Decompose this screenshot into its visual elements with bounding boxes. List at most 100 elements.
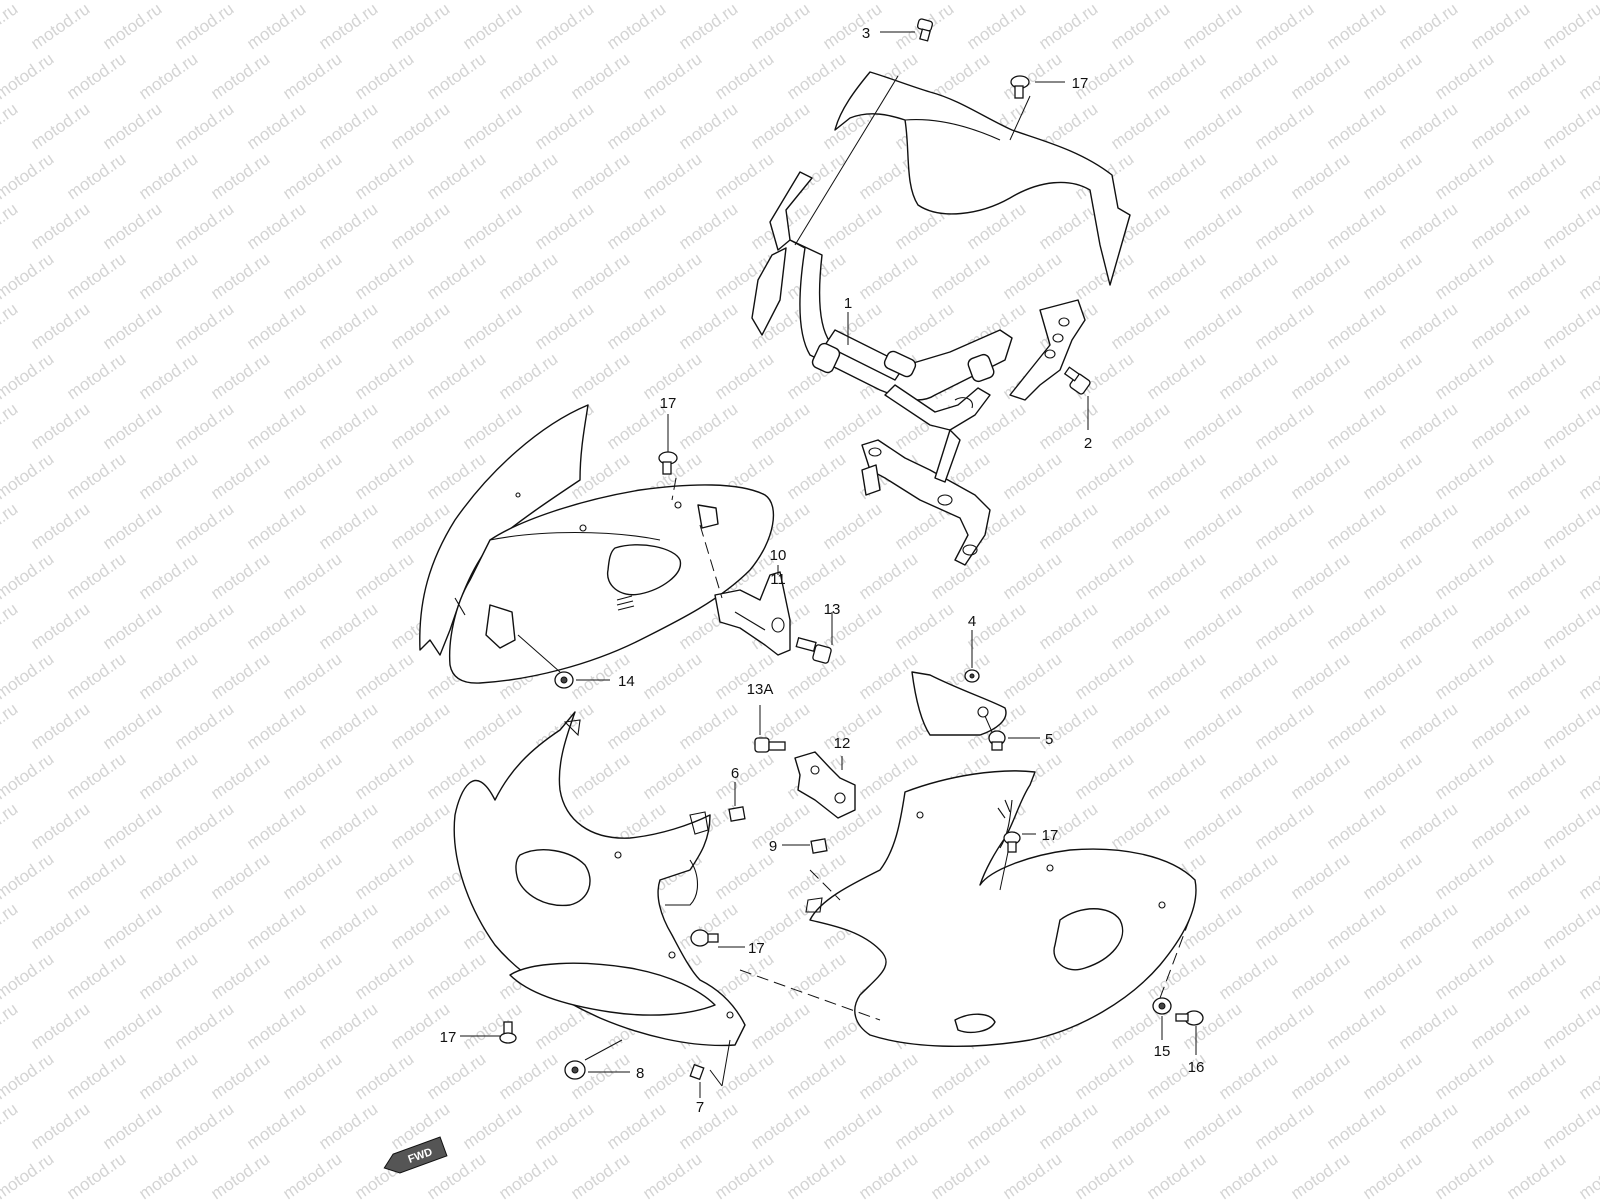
watermark-text: motod.ru [279,249,345,303]
watermark-text: motod.ru [1215,1149,1281,1200]
watermark-text: motod.ru [1431,849,1497,903]
watermark-text: motod.ru [675,699,741,753]
watermark-text: motod.ru [27,399,93,453]
watermark-text: motod.ru [1251,499,1317,553]
watermark-text: motod.ru [495,1149,561,1200]
watermark-text: motod.ru [1503,849,1569,903]
watermark-text: motod.ru [27,499,93,553]
callout-3: 3 [862,25,870,42]
watermark-text: motod.ru [1143,49,1209,103]
watermark-text: motod.ru [603,699,669,753]
watermark-text: motod.ru [1179,299,1245,353]
watermark-text: motod.ru [495,0,561,3]
watermark-text: motod.ru [0,349,57,403]
watermark-text: motod.ru [1215,249,1281,303]
watermark-text: motod.ru [243,599,309,653]
watermark-text: motod.ru [1359,849,1425,903]
watermark-text: motod.ru [1287,249,1353,303]
fasteners [499,18,1204,1081]
watermark-text: motod.ru [0,949,57,1003]
watermark-text: motod.ru [999,0,1065,3]
watermark-text: motod.ru [1431,349,1497,403]
watermark-text: motod.ru [1215,649,1281,703]
watermark-text: motod.ru [891,1099,957,1153]
watermark-text: motod.ru [0,149,57,203]
watermark-text: motod.ru [135,1049,201,1103]
callout-13a: 13A [747,681,774,698]
watermark-text: motod.ru [63,49,129,103]
watermark-text: motod.ru [279,0,345,3]
callout-4: 4 [968,613,976,630]
watermark-text: motod.ru [135,449,201,503]
watermark-text: motod.ru [1251,599,1317,653]
watermark-text: motod.ru [639,0,705,3]
watermark-text: motod.ru [1179,499,1245,553]
watermark-text: motod.ru [1251,199,1317,253]
watermark-text: motod.ru [0,1149,57,1200]
watermark-text: motod.ru [351,549,417,603]
watermark-text: motod.ru [567,249,633,303]
watermark-text: motod.ru [243,99,309,153]
watermark-text: motod.ru [711,1049,777,1103]
watermark-text: motod.ru [1179,199,1245,253]
watermark-text: motod.ru [1503,1049,1569,1103]
watermark-text: motod.ru [711,749,777,803]
watermark-text: motod.ru [1467,299,1533,353]
watermark-text: motod.ru [1251,299,1317,353]
watermark-text: motod.ru [1179,99,1245,153]
watermark-text: motod.ru [1215,449,1281,503]
watermark-text: motod.ru [207,149,273,203]
watermark-text: motod.ru [387,899,453,953]
watermark-text: motod.ru [387,299,453,353]
watermark-text: motod.ru [243,499,309,553]
watermark-text: motod.ru [135,549,201,603]
watermark-text: motod.ru [675,99,741,153]
screw-17-center [690,929,719,947]
watermark-text: motod.ru [27,1099,93,1153]
watermark-text: motod.ru [1287,1149,1353,1200]
watermark-text: motod.ru [99,599,165,653]
watermark-text: motod.ru [891,299,957,353]
screw-16 [1175,1010,1204,1026]
watermark-text: motod.ru [1503,449,1569,503]
watermark-text: motod.ru [1431,649,1497,703]
forward-arrow-icon: FWD [383,1136,448,1174]
watermark-text: motod.ru [459,99,525,153]
watermark-text: motod.ru [531,0,597,53]
watermark-text: motod.ru [1143,0,1209,3]
watermark-text: motod.ru [1395,99,1461,153]
watermark-text: motod.ru [1287,749,1353,803]
watermark-text: motod.ru [1143,749,1209,803]
callout-17: 17 [748,940,765,957]
watermark-text: motod.ru [207,1149,273,1200]
watermark-text: motod.ru [567,49,633,103]
watermark-text: motod.ru [603,199,669,253]
watermark-text: motod.ru [747,399,813,453]
watermark-text: motod.ru [315,199,381,253]
watermark-text: motod.ru [747,99,813,153]
watermark-text: motod.ru [747,1099,813,1153]
watermark-text: motod.ru [1431,449,1497,503]
watermark-text: motod.ru [1107,499,1173,553]
bolt-2 [1063,366,1091,395]
watermark-text: motod.ru [27,599,93,653]
watermark-text: motod.ru [63,949,129,1003]
watermark-text: motod.ru [999,1049,1065,1103]
watermark-text: motod.ru [1287,1049,1353,1103]
screw-4 [964,669,980,683]
watermark-text: motod.ru [999,249,1065,303]
watermark-text: motod.ru [1395,799,1461,853]
watermark-text: motod.ru [819,699,885,753]
watermark-text: motod.ru [0,999,21,1053]
watermark-text: motod.ru [459,999,525,1053]
bolt-13 [795,637,832,664]
watermark-text: motod.ru [387,699,453,753]
callout-5: 5 [1045,731,1053,748]
watermark-text: motod.ru [207,0,273,3]
watermark-text: motod.ru [63,1149,129,1200]
watermark-text: motod.ru [639,1149,705,1200]
watermark-text: motod.ru [1287,949,1353,1003]
watermark-text: motod.ru [495,149,561,203]
callout-9: 9 [769,838,777,855]
watermark-text: motod.ru [1431,149,1497,203]
